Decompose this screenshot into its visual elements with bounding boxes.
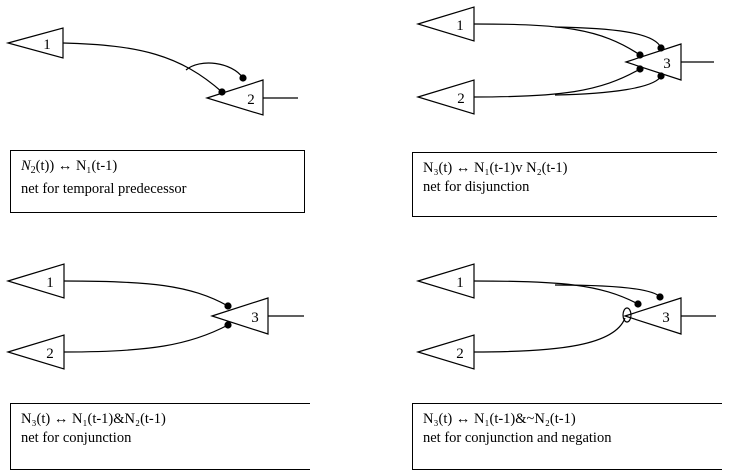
formula: N₃(t) ↔ N₁(t-1)v N₂(t-1) (423, 160, 568, 176)
neuron-label: 1 (46, 275, 54, 291)
neuron-label: 2 (247, 92, 255, 108)
axon-2-to-3a (473, 68, 641, 98)
net-temporal-predecessor (5, 27, 298, 116)
formula: N₃(t) ↔ N₁(t-1)&~N₂(t-1) (423, 411, 576, 427)
caption-temporal-predecessor: N2(t)) ↔ N₁(t-1) net for temporal predec… (10, 150, 305, 213)
neuron-3-triangle (623, 297, 682, 335)
axon-1-to-3 (63, 280, 229, 307)
neuron-label: 1 (456, 275, 464, 291)
axon-2-to-3 (63, 324, 229, 353)
axon-1-to-3a (473, 23, 641, 56)
synapse-dot (636, 65, 644, 73)
net-disjunction (415, 6, 714, 115)
axon-1-branch-to-2 (185, 62, 244, 79)
caption-conjunction-negation: N₃(t) ↔ N₁(t-1)&~N₂(t-1) net for conjunc… (412, 403, 722, 470)
synapse-dot (218, 88, 226, 96)
neuron-2-triangle (415, 334, 475, 370)
axon-2-inhibitory (473, 317, 626, 353)
synapse-dot (224, 302, 232, 310)
caption-note: net for conjunction and negation (423, 430, 612, 446)
axon-2-to-3b (554, 75, 662, 96)
axon-1-to-3b (554, 284, 661, 298)
synapse-dot (239, 74, 247, 82)
formula: N₃(t) ↔ N₁(t-1)&N₂(t-1) (21, 411, 166, 427)
neuron-label: 2 (457, 91, 465, 107)
neuron-label: 2 (46, 346, 54, 362)
neuron-3-triangle (624, 43, 682, 81)
synapse-dot (224, 321, 232, 329)
neuron-1-triangle (415, 6, 475, 42)
synapse-dot (634, 300, 642, 308)
neuron-label: 3 (251, 310, 259, 326)
caption-conjunction: N₃(t) ↔ N₁(t-1)&N₂(t-1) net for conjunct… (10, 403, 310, 470)
neuron-label: 3 (662, 310, 670, 326)
neuron-1-triangle (5, 27, 64, 59)
neuron-label: 3 (663, 56, 671, 72)
neuron-2-triangle (415, 79, 475, 115)
net-conjunction-negation (415, 263, 716, 370)
neuron-label: 2 (456, 346, 464, 362)
net-conjunction (5, 263, 304, 370)
axon-1-to-2 (62, 42, 223, 93)
synapse-dot (656, 293, 664, 301)
caption-note: net for temporal predecessor (21, 181, 187, 197)
neuron-2-triangle (5, 334, 65, 370)
synapse-dot (636, 51, 644, 59)
neuron-label: 1 (43, 37, 51, 53)
caption-disjunction: N₃(t) ↔ N₁(t-1)v N₂(t-1) net for disjunc… (412, 152, 717, 217)
axon-1-to-3b (554, 26, 662, 49)
inhibitory-synapse (622, 307, 632, 323)
synapse-dot (657, 44, 665, 52)
neuron-label: 1 (456, 18, 464, 34)
synapse-dot (657, 72, 665, 80)
formula: N2(t)) ↔ N₁(t-1) (21, 158, 118, 176)
caption-note: net for conjunction (21, 430, 132, 446)
neuron-1-triangle (5, 263, 65, 299)
caption-note: net for disjunction (423, 179, 530, 195)
neuron-1-triangle (415, 263, 475, 299)
